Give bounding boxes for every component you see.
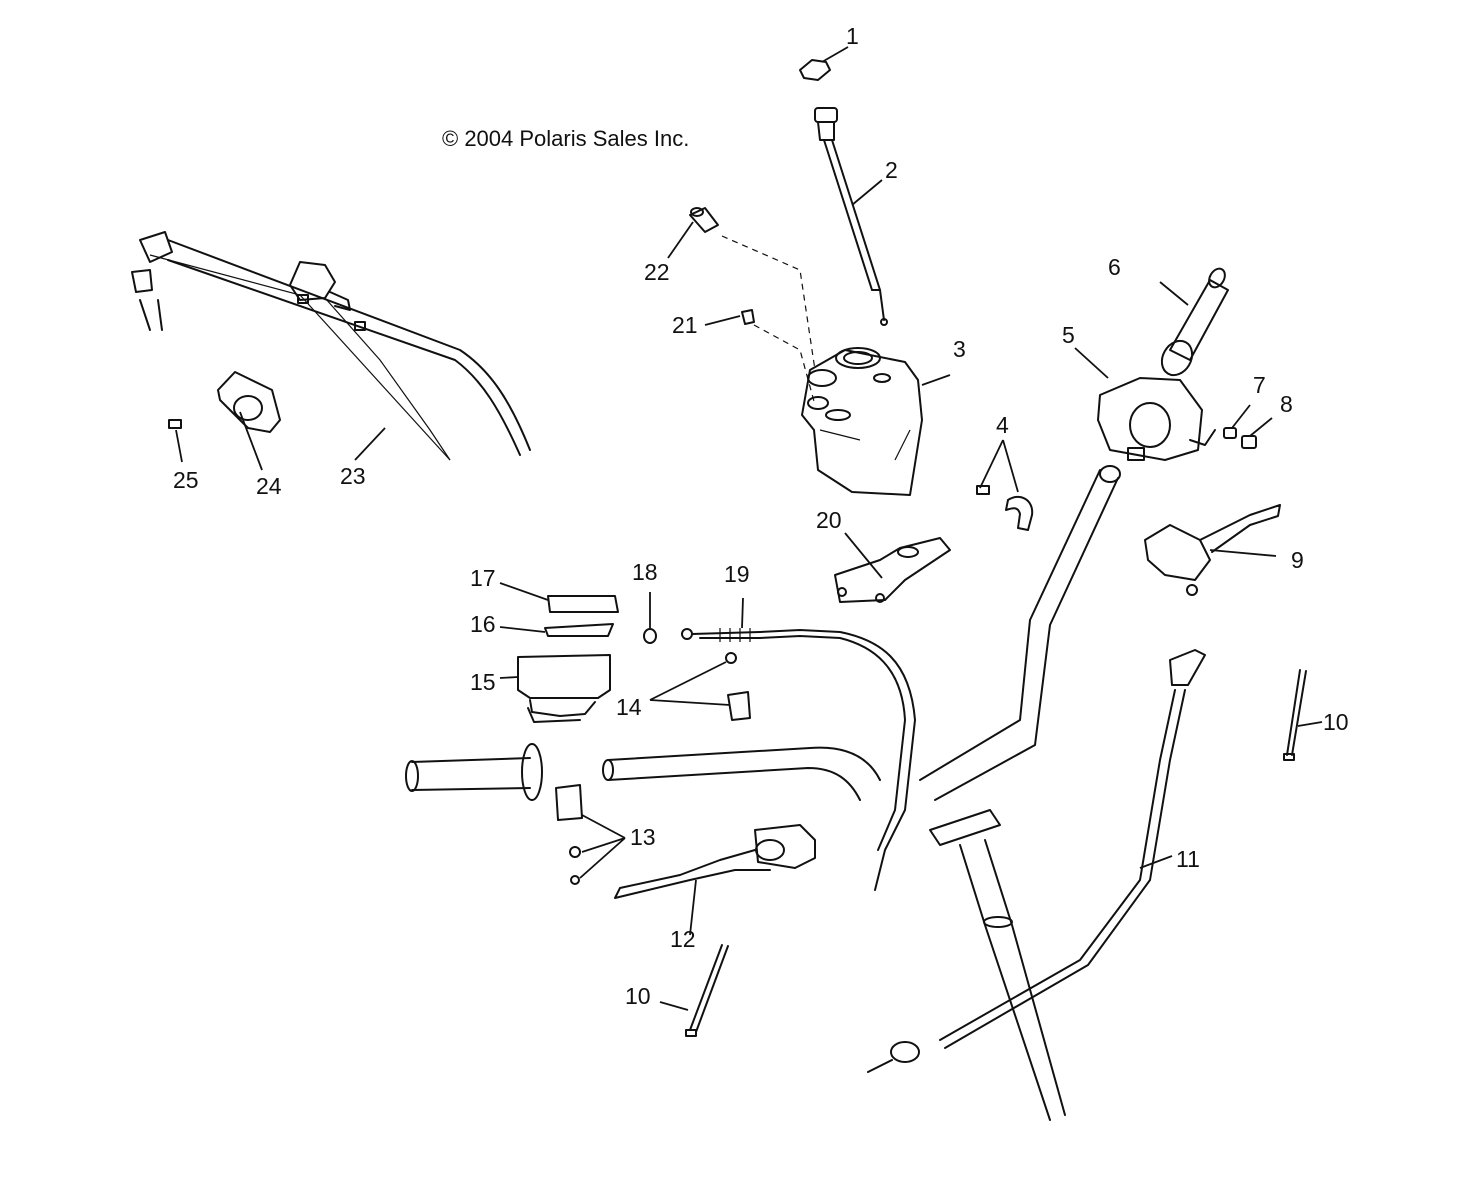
callout-13: 13 — [630, 824, 656, 850]
callout-18: 18 — [632, 559, 658, 585]
callouts: 1 2 3 4 5 6 7 8 9 10 11 12 13 14 15 16 1… — [173, 23, 1349, 1009]
callout-10-right: 10 — [1323, 709, 1349, 735]
callout-16: 16 — [470, 611, 496, 637]
part-3-housing — [801, 347, 923, 496]
callout-17: 17 — [470, 565, 496, 591]
part-10-bolt-bottom — [685, 944, 729, 1037]
callout-20: 20 — [816, 507, 842, 533]
steering-column — [929, 809, 1066, 1121]
callout-11: 11 — [1176, 846, 1200, 872]
part-1-cap — [799, 59, 831, 81]
left-grip — [405, 743, 543, 801]
callout-24: 24 — [256, 473, 282, 499]
part-21-screw — [741, 309, 755, 325]
leader-lines — [175, 46, 1323, 1011]
part-23-switch — [289, 261, 451, 461]
dash-line — [721, 235, 816, 371]
callout-22: 22 — [644, 259, 670, 285]
callout-4: 4 — [996, 412, 1009, 438]
callout-15: 15 — [470, 669, 496, 695]
callout-8: 8 — [1280, 391, 1293, 417]
part-5-switch — [1097, 377, 1216, 461]
part-20-bracket — [834, 537, 951, 603]
part-18-ring — [643, 628, 657, 644]
dash-line — [753, 324, 816, 406]
callout-10-bottom: 10 — [625, 983, 651, 1009]
part-25-screw — [168, 419, 182, 429]
part-16-gasket — [544, 623, 614, 637]
part-12-lever — [614, 824, 816, 899]
callout-14: 14 — [616, 694, 642, 720]
callout-23: 23 — [340, 463, 366, 489]
part-9-lever — [1144, 504, 1281, 596]
part-8-plug — [1241, 435, 1257, 449]
upper-left-bar — [131, 231, 531, 461]
part-4-clamps — [976, 485, 1034, 531]
callout-2: 2 — [885, 157, 898, 183]
callout-12: 12 — [670, 926, 696, 952]
callout-5: 5 — [1062, 322, 1075, 348]
part-13-clamp — [555, 784, 583, 885]
part-24-bracket — [217, 371, 281, 433]
handlebar-left — [602, 746, 881, 801]
part-7-plug — [1223, 427, 1237, 439]
callout-9: 9 — [1291, 547, 1304, 573]
callout-3: 3 — [953, 336, 966, 362]
callout-19: 19 — [724, 561, 750, 587]
part-19-cable — [681, 628, 916, 891]
handlebar-right — [919, 465, 1121, 801]
callout-7: 7 — [1253, 372, 1266, 398]
callout-25: 25 — [173, 467, 199, 493]
part-22-bushing — [689, 207, 719, 233]
part-6-grip — [1160, 267, 1229, 377]
callout-21: 21 — [672, 312, 698, 338]
callout-6: 6 — [1108, 254, 1121, 280]
part-10-bolt-right — [1283, 669, 1307, 761]
copyright-text: © 2004 Polaris Sales Inc. — [442, 126, 689, 151]
part-2-cable — [814, 107, 888, 326]
part-11-cable — [867, 649, 1206, 1073]
part-15-reservoir — [517, 654, 611, 723]
callout-1: 1 — [846, 23, 859, 49]
part-14-clamp — [725, 652, 751, 721]
part-17-cover — [547, 595, 619, 613]
